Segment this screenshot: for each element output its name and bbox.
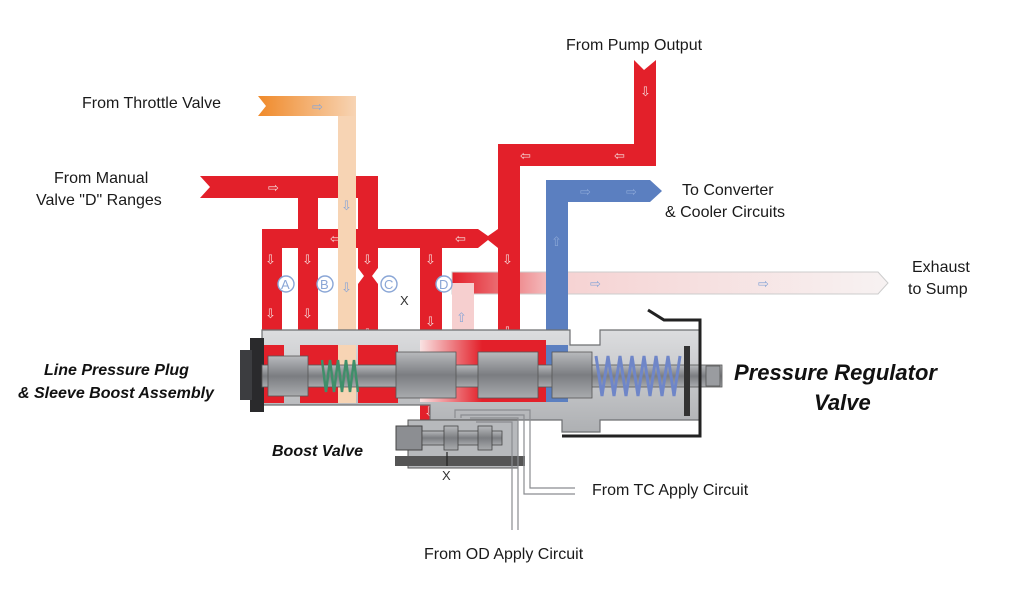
arrow-right-icon: ⇨ <box>758 276 769 291</box>
arrow-right-icon: ⇨ <box>580 184 591 199</box>
arrow-left-icon: ⇦ <box>455 231 466 246</box>
port-label-d: D <box>439 277 448 292</box>
label-manual-valve-1: From Manual <box>54 170 148 187</box>
arrow-down-icon: ⇩ <box>341 198 352 213</box>
label-tc-apply: From TC Apply Circuit <box>592 482 749 499</box>
converter-passage: ⇨ ⇨ ⇧ <box>546 180 662 345</box>
arrow-down-icon: ⇩ <box>425 314 436 329</box>
arrow-down-icon: ⇩ <box>302 306 313 321</box>
arrow-down-icon: ⇩ <box>265 306 276 321</box>
label-exhaust-2: to Sump <box>908 281 968 298</box>
label-pump-output: From Pump Output <box>566 37 703 54</box>
label-exhaust-1: Exhaust <box>912 259 970 276</box>
arrow-down-icon: ⇩ <box>425 252 436 267</box>
apply-circuit-lines <box>454 409 575 530</box>
marker-x: X <box>442 468 451 483</box>
arrow-up-icon: ⇧ <box>551 234 562 249</box>
boost-valve-body <box>395 419 525 469</box>
arrow-down-icon: ⇩ <box>341 280 352 295</box>
retainer-bracket <box>562 308 702 438</box>
arrow-down-icon: ⇩ <box>302 252 313 267</box>
arrow-right-icon: ⇨ <box>312 99 323 114</box>
arrow-down-icon: ⇩ <box>265 252 276 267</box>
arrow-right-icon: ⇨ <box>626 184 637 199</box>
label-converter-2: & Cooler Circuits <box>665 204 785 221</box>
label-line-pressure-plug-2: & Sleeve Boost Assembly <box>18 385 215 402</box>
arrow-up-icon: ⇧ <box>456 310 467 325</box>
arrow-left-icon: ⇦ <box>330 231 341 246</box>
label-manual-valve-2: Valve "D" Ranges <box>36 192 162 209</box>
marker-x: X <box>400 293 409 308</box>
label-od-apply: From OD Apply Circuit <box>424 546 584 563</box>
port-label-c: C <box>384 277 393 292</box>
label-line-pressure-plug-1: Line Pressure Plug <box>44 362 189 379</box>
arrow-down-icon: ⇩ <box>362 252 373 267</box>
boost-spring <box>320 359 360 393</box>
arrow-right-icon: ⇨ <box>590 276 601 291</box>
arrow-left-icon: ⇦ <box>614 148 625 163</box>
arrow-right-icon: ⇨ <box>268 180 279 195</box>
port-label-a: A <box>281 277 290 292</box>
port-labels: A B C D <box>277 275 453 293</box>
port-label-b: B <box>320 277 329 292</box>
label-throttle-valve: From Throttle Valve <box>82 95 221 112</box>
arrow-down-icon: ⇩ <box>640 84 651 99</box>
label-pressure-regulator-2: Valve <box>814 390 871 415</box>
arrow-left-icon: ⇦ <box>520 148 531 163</box>
arrow-down-icon: ⇩ <box>502 252 513 267</box>
label-boost-valve: Boost Valve <box>272 443 363 460</box>
label-converter-1: To Converter <box>682 182 774 199</box>
label-pressure-regulator-1: Pressure Regulator <box>734 360 938 385</box>
regulator-spring <box>594 355 682 397</box>
